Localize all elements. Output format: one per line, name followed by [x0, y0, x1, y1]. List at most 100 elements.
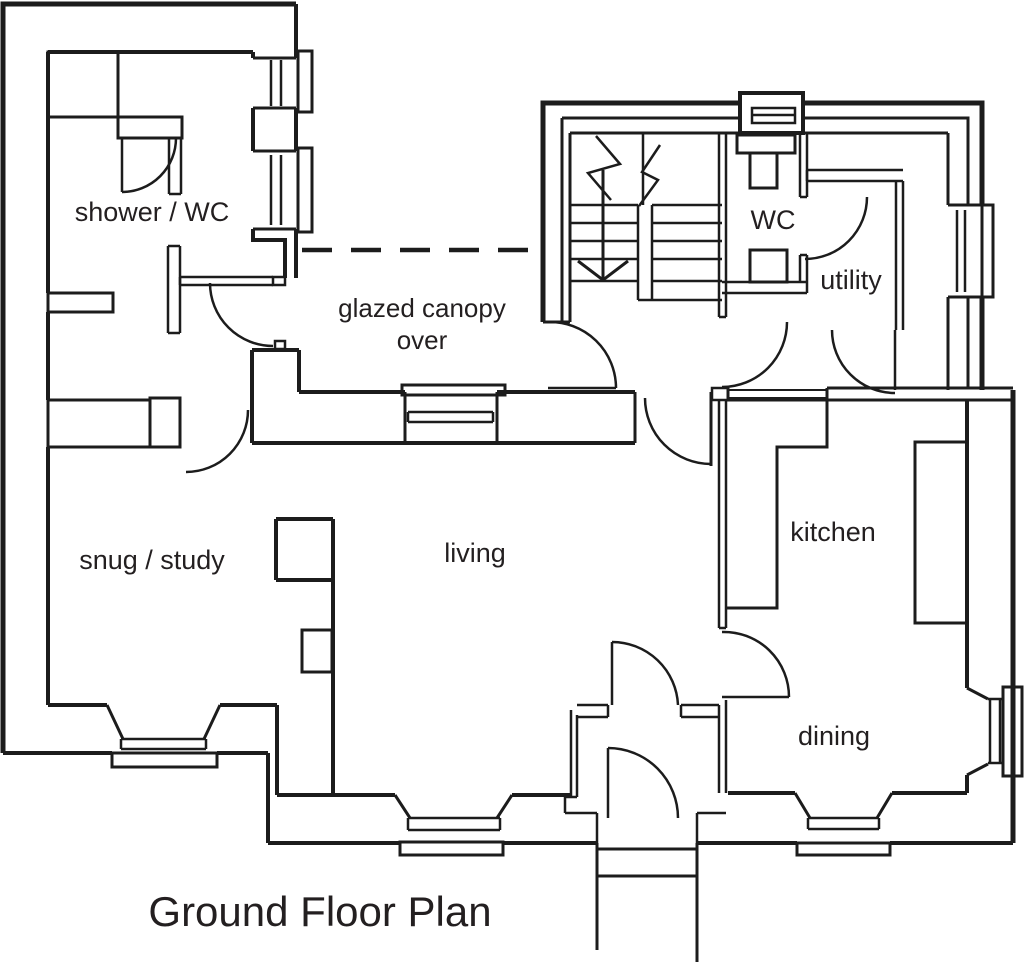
wall-pier	[274, 517, 333, 582]
stair-block-east-window	[948, 203, 995, 299]
kitchen-counter-left	[727, 398, 829, 610]
wall-segment	[717, 700, 728, 793]
canopy-south-wall	[250, 348, 730, 445]
wall-segment	[220, 703, 333, 797]
stair-hall-door	[547, 320, 618, 390]
stair-treads-right	[652, 203, 722, 302]
door-swing-arc	[185, 409, 250, 474]
wall-segment	[894, 181, 905, 330]
room-label-canopy-line1: glazed canopy	[338, 293, 506, 323]
wall-segment	[577, 703, 610, 719]
labels: shower / WC glazed canopy over WC utilit…	[75, 197, 883, 935]
window-sill-box	[296, 146, 314, 234]
stair-break-line	[637, 144, 662, 207]
chimney-outline	[738, 91, 805, 135]
window-glazing	[955, 210, 967, 292]
fireplace	[300, 628, 334, 674]
window-splay	[966, 686, 989, 777]
bay-splay	[105, 704, 222, 740]
door-jamb	[710, 386, 730, 402]
wall-step	[695, 811, 726, 843]
entrance-porch	[595, 843, 699, 962]
door-swing-arc	[611, 640, 680, 706]
window-sill-box	[980, 203, 995, 299]
snug-bay-window	[105, 704, 222, 769]
bay-sill-slab	[795, 841, 892, 857]
chimney	[738, 91, 805, 135]
door-swing-arc	[830, 329, 896, 395]
stair-stringer	[636, 205, 654, 302]
wall-pier	[148, 396, 182, 449]
window-jamb	[948, 203, 982, 299]
wall-band	[178, 275, 273, 287]
room-label-utility: utility	[820, 265, 882, 295]
room-label-shower-wc: shower / WC	[75, 197, 230, 227]
dining-room	[697, 685, 1024, 857]
window-sill-box	[1001, 685, 1024, 778]
stairs-down-arrow-icon	[577, 259, 629, 282]
bay-sill-slab	[110, 751, 219, 769]
window-glazing	[406, 816, 502, 832]
door-swing-arc	[643, 397, 712, 466]
door-swing-arc	[121, 137, 178, 194]
left-wing-east-door	[178, 275, 287, 351]
room-label-kitchen: kitchen	[790, 517, 876, 547]
wall-segment	[803, 116, 970, 205]
wall-segment	[569, 710, 579, 797]
kitchen-room	[717, 386, 1016, 843]
wall-segment	[251, 229, 287, 278]
wall-stub	[116, 115, 184, 140]
shower-room-door	[120, 137, 178, 194]
left-wing-window-2	[269, 146, 314, 234]
wall-segment	[540, 100, 740, 322]
window-glazing	[806, 816, 881, 831]
page-title: Ground Floor Plan	[148, 888, 491, 935]
wall-band	[46, 398, 150, 449]
room-label-dining: dining	[798, 721, 870, 751]
stair-block-walls	[540, 100, 985, 390]
entrance-lobby	[563, 640, 726, 843]
wc-room	[717, 133, 869, 319]
shower-cubicle	[46, 50, 120, 119]
door-swing-arc	[208, 282, 274, 348]
window-glazing	[269, 155, 283, 225]
window-glazing	[406, 410, 495, 424]
wall-segment	[803, 100, 985, 205]
door-swing-arc	[804, 196, 869, 261]
door-swing-arc	[547, 320, 618, 389]
chimney-window	[750, 106, 797, 125]
cased-opening	[728, 389, 827, 399]
bay-sill-slab	[398, 840, 505, 857]
wall-step	[563, 795, 599, 843]
basin	[748, 248, 789, 284]
door-jamb	[271, 275, 287, 287]
wall-segment	[798, 253, 809, 293]
wall-segment	[717, 133, 728, 319]
door-swing-arc	[607, 746, 680, 819]
window-sill-box	[400, 383, 507, 397]
window-sill-box	[296, 49, 314, 114]
door-swing-arc	[721, 321, 789, 389]
door-jamb	[726, 388, 829, 400]
window-glazing	[269, 60, 283, 106]
door-jamb	[273, 339, 287, 351]
window-jamb	[253, 56, 296, 231]
wall-segment	[946, 133, 970, 390]
wall-segment	[717, 400, 728, 630]
wall-segment	[798, 133, 809, 199]
wall-segment	[0, 1, 296, 753]
wall-band	[827, 386, 1013, 402]
wall-segment	[217, 751, 270, 843]
shower-room-partitions	[46, 50, 184, 335]
window-glazing	[988, 697, 1003, 765]
bay-splay	[793, 792, 894, 819]
wall-segment	[560, 116, 740, 322]
wall-segment	[805, 168, 903, 183]
left-wing-window-1	[269, 49, 314, 114]
window-glazing	[119, 737, 208, 751]
hall-door	[643, 392, 713, 466]
room-label-wc: WC	[751, 205, 796, 235]
door-jamb	[403, 392, 637, 443]
